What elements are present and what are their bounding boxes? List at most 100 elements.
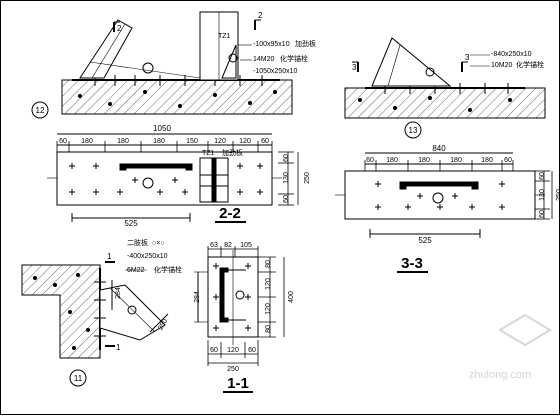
bolt-label-13: 10M20 [491,62,513,69]
stiffener-label: -100x95x10 [253,41,290,48]
channel-section-1-1 [219,267,229,323]
anchor-bolts-11 [94,281,106,337]
base-plate-2-2 [56,151,273,206]
brace-line [89,61,201,79]
view-marker-13 [404,121,422,139]
stiffener-plate [221,44,237,79]
section-1-1: 63 82 105 80 120 120 80 400 28 [194,242,295,393]
dim-6: 120 [239,138,251,145]
right-dim-1: 130 [283,172,290,184]
plate-label-13: -840x250x10 [491,51,532,58]
dim-3-3-1: 180 [386,157,398,164]
bolts-2-2 [69,163,263,195]
bottom-dim-1-1-0: 60 [210,347,218,354]
svg-text:1: 1 [116,343,121,352]
svg-text:1: 1 [107,252,112,261]
svg-text:2: 2 [258,11,263,20]
right-dim-0: 60 [283,154,290,162]
svg-text:3: 3 [465,53,470,62]
right-dim-1-1-3: 80 [265,325,272,333]
svg-text:12: 12 [36,106,45,115]
right-dim-1-1-0: 80 [265,260,272,268]
top-dim-2: 105 [240,242,252,249]
right-dim-2: 60 [283,195,290,203]
section-cut-2-left: 2 [113,21,122,33]
svg-text:3: 3 [352,63,357,72]
bolts-3-3 [375,181,505,210]
tz1-label: TZ1 [218,33,231,40]
section-cut-3-left: 3 [352,61,359,72]
bottom-dim-3-3: 525 [418,236,432,245]
overall-dim: 1050 [153,124,171,133]
section-cut-3-right: 3 [461,53,470,72]
bolts-1-1 [213,263,251,331]
top-dim-1: 82 [224,242,232,249]
svg-text:○×○: ○×○ [152,240,165,247]
channel-section-3-3 [399,181,479,190]
view-13: 3 3 -840x250x10 10M20 化学锚栓 13 [344,37,546,139]
bolt-label: 14M20 [253,56,275,63]
bottom-dim-1-1-2: 60 [248,347,256,354]
svg-text:加劲板: 加劲板 [222,148,243,157]
dim-3-3-5: 60 [504,157,512,164]
right-dim-3-3-2: 60 [539,210,546,218]
weld-symbol-3-3 [432,192,444,204]
right-dim-3-3-1: 130 [539,189,546,201]
bottom-dim: 525 [124,219,138,228]
view-12: 2 2 TZ1 -100x95x10 加劲板 14M20 化学锚栓 -1050x… [31,11,316,119]
section-cut-1-top: 1 [105,252,115,263]
concrete-slab-13 [344,87,546,119]
weld-label-11: 二肢板 [127,238,148,247]
concrete-aggregate-13 [358,96,512,112]
section-title-2-2: 2-2 [219,205,241,222]
weld-symbol-1-1 [235,290,245,300]
tz1-label-2-2: TZ1 [202,150,215,157]
section-cut-2-right: 2 [254,11,263,30]
dim-3: 180 [153,138,165,145]
right-dim-3-3-0: 60 [539,172,546,180]
right-total-1-1: 400 [288,291,295,303]
bottom-dim-1-1-1: 120 [227,347,239,354]
view-11: 1 1 二肢板 ○×○ -400x250x10 6M22 化学锚栓 284 25… [21,238,182,387]
base-plate-3-3 [344,170,536,220]
watermark-text: zhulong.com [469,369,531,381]
left-dim-1-1: 284 [194,291,201,303]
section-cut-1-bottom: 1 [105,343,121,352]
watermark: zhulong.com [469,313,552,381]
right-total-3-3: 250 [556,189,560,201]
view-marker-12 [31,101,49,119]
view-marker-11 [69,369,87,387]
right-dim-1-1-1: 120 [265,278,272,290]
section-2-2: 1050 60 180 180 180 150 120 120 60 [47,124,311,228]
base-plate-label: -1050x250x10 [253,68,297,75]
dim-3-3-4: 180 [481,157,493,164]
inclined-member [79,19,133,79]
section-title-1-1: 1-1 [227,375,249,392]
dim-250-11: 250 [157,318,169,332]
right-total: 250 [304,172,311,184]
bolt-label-11: 6M22 [127,267,145,274]
weld-symbol-2-2 [142,177,154,189]
inclined-member-11 [99,284,166,341]
weld-symbol [142,62,154,74]
dim-284-11: 284 [115,287,122,299]
concrete-aggregate [78,90,277,108]
concrete-slab [61,79,293,115]
watermark-logo [498,313,552,347]
dim-3-3-0: 60 [366,157,374,164]
svg-text:加劲板: 加劲板 [295,39,316,48]
overall-dim-3-3: 840 [432,144,446,153]
dim-4: 150 [186,138,198,145]
dim-3-3-2: 180 [418,157,430,164]
right-dim-1-1-2: 120 [265,303,272,315]
svg-text:11: 11 [74,374,83,383]
dim-0: 60 [59,138,67,145]
svg-text:化学锚栓: 化学锚栓 [280,54,308,63]
channel-section [119,163,193,171]
section-3-3: 840 60 180 180 180 180 60 [335,144,560,273]
svg-text:化学锚栓: 化学锚栓 [516,60,544,69]
dim-2: 180 [117,138,129,145]
concrete-aggregate-11 [33,273,90,350]
